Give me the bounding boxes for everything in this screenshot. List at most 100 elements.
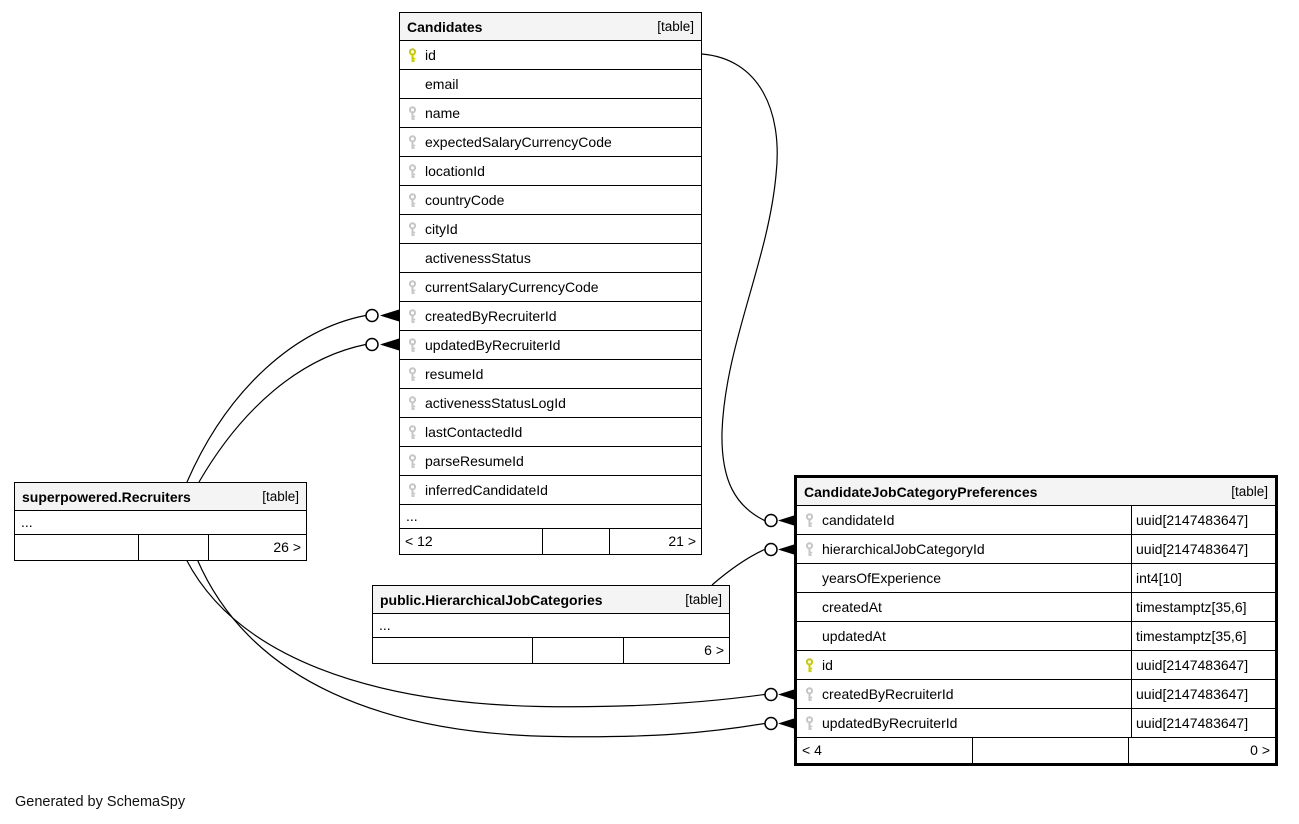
table-candidates[interactable]: Candidates [table] id email name expecte… [399,12,702,555]
edge-recruiters-to-candidates-createdby [186,314,366,483]
table-title: CandidateJobCategoryPreferences [804,483,1038,500]
table-header[interactable]: CandidateJobCategoryPreferences [table] [797,478,1275,506]
column-type: timestamptz[35,6] [1131,622,1275,650]
column-name: expectedSalaryCurrencyCode [425,134,612,150]
edge-hjc-to-hierarchicaljobcategoryid [711,548,765,586]
column-row: id uuid[2147483647] [797,651,1275,680]
column-name: lastContactedId [425,424,523,440]
primary-key-icon [408,47,417,63]
table-header[interactable]: superpowered.Recruiters [table] [15,483,306,511]
column-row: id [400,41,701,70]
footer-children-count [373,638,533,663]
column-row: locationId [400,157,701,186]
column-name: candidateId [822,512,895,528]
column-name: inferredCandidateId [425,482,548,498]
column-row: resumeId [400,360,701,389]
column-row: cityId [400,215,701,244]
foreign-key-icon [408,134,417,150]
table-tag: [table] [657,19,694,34]
edge-arrowhead-icon [380,338,399,351]
column-row: currentSalaryCurrencyCode [400,273,701,302]
edge-recruiters-to-candidates-updatedby [198,343,366,483]
column-row: createdByRecruiterId uuid[2147483647] [797,680,1275,709]
column-row: email [400,70,701,99]
column-name: updatedAt [822,628,886,644]
column-row: updatedByRecruiterId [400,331,701,360]
foreign-key-icon [805,541,814,557]
footer-middle-cell [543,529,610,554]
column-name: cityId [425,221,458,237]
more-columns-ellipsis: ... [400,505,701,529]
column-name: activenessStatus [425,250,531,266]
foreign-key-icon [408,105,417,121]
edge-arrowhead-icon [778,543,797,556]
edge-endpoint-circle [764,687,778,702]
column-row: expectedSalaryCurrencyCode [400,128,701,157]
column-name: parseResumeId [425,453,524,469]
foreign-key-icon [805,512,814,528]
generated-by-note: Generated by SchemaSpy [15,794,186,810]
column-name: resumeId [425,366,484,382]
foreign-key-icon [408,279,417,295]
footer-parents-count: 26 > [273,539,301,555]
table-recruiters[interactable]: superpowered.Recruiters [table] ... 26 > [14,482,307,561]
column-row: createdByRecruiterId [400,302,701,331]
column-name: yearsOfExperience [822,570,942,586]
column-name: countryCode [425,192,505,208]
more-columns-ellipsis: ... [373,614,729,638]
foreign-key-icon [408,221,417,237]
column-name: activenessStatusLogId [425,395,566,411]
column-row: updatedByRecruiterId uuid[2147483647] [797,709,1275,738]
footer-children-count [15,535,139,560]
column-name: createdAt [822,599,882,615]
edge-endpoint-circle [764,716,778,731]
footer-middle-cell [973,738,1129,763]
column-row: activenessStatus [400,244,701,273]
foreign-key-icon [408,366,417,382]
table-footer: < 4 0 > [797,738,1275,763]
column-name: currentSalaryCurrencyCode [425,279,599,295]
table-header[interactable]: Candidates [table] [400,13,701,41]
table-title: superpowered.Recruiters [22,488,191,505]
footer-children-count: < 4 [797,738,973,763]
table-hierarchical-job-categories[interactable]: public.HierarchicalJobCategories [table]… [372,585,730,664]
footer-parents-count: 6 > [704,642,724,658]
footer-parents-count: 0 > [1250,742,1270,758]
column-row: countryCode [400,186,701,215]
column-type: timestamptz[35,6] [1131,593,1275,621]
column-name: hierarchicalJobCategoryId [822,541,985,557]
column-row: updatedAt timestamptz[35,6] [797,622,1275,651]
table-footer: 26 > [15,535,306,560]
footer-middle-cell [139,535,209,560]
edge-arrowhead-icon [778,514,797,527]
column-type: int4[10] [1131,564,1275,592]
foreign-key-icon [408,308,417,324]
column-name: name [425,105,461,121]
column-name: createdByRecruiterId [425,308,557,324]
foreign-key-icon [805,715,814,731]
column-name: updatedByRecruiterId [425,337,561,353]
edge-recruiters-to-cjcp-createdby [185,558,765,708]
table-candidate-job-category-preferences[interactable]: CandidateJobCategoryPreferences [table] … [794,475,1278,766]
column-type: uuid[2147483647] [1131,680,1275,708]
foreign-key-icon [408,163,417,179]
column-row: candidateId uuid[2147483647] [797,506,1275,535]
edge-endpoint-circle [365,308,379,323]
column-name: updatedByRecruiterId [822,715,958,731]
table-title: public.HierarchicalJobCategories [380,591,603,608]
footer-middle-cell [533,638,624,663]
primary-key-icon [805,657,814,673]
column-type: uuid[2147483647] [1131,709,1275,737]
footer-parents-count: 21 > [668,533,696,549]
edge-arrowhead-icon [778,717,797,730]
foreign-key-icon [408,453,417,469]
table-header[interactable]: public.HierarchicalJobCategories [table] [373,586,729,614]
column-row: parseResumeId [400,447,701,476]
table-footer: 6 > [373,638,729,663]
column-row: yearsOfExperience int4[10] [797,564,1275,593]
edge-recruiters-to-cjcp-updatedby [196,558,765,738]
column-row: name [400,99,701,128]
foreign-key-icon [408,424,417,440]
